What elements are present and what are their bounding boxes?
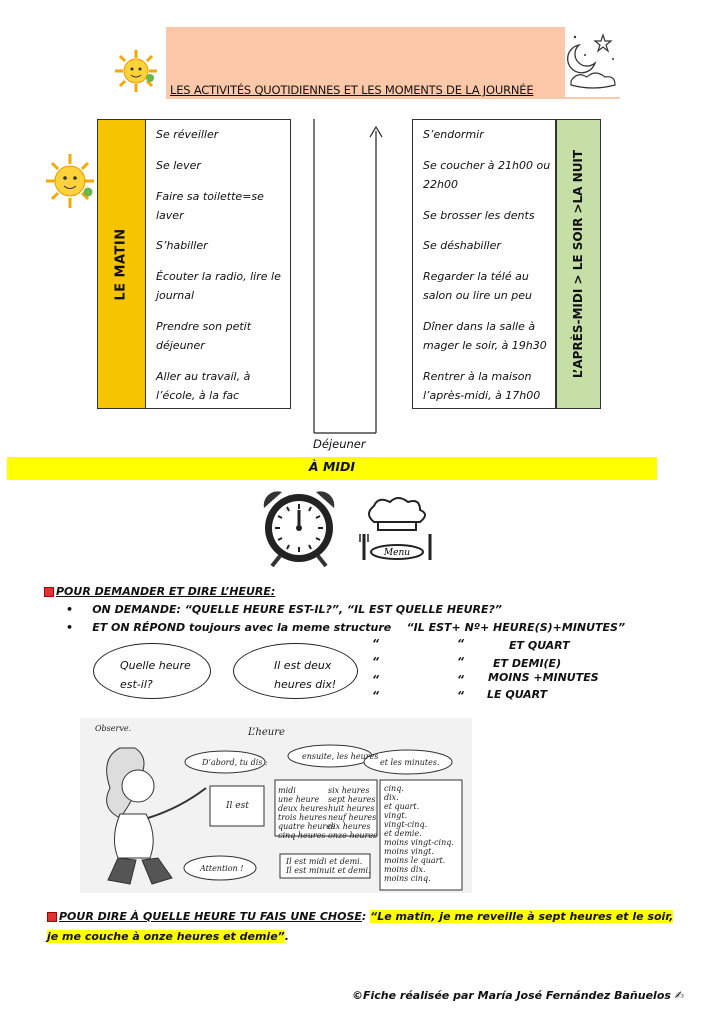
evening-label: L’APRÈS-MIDI > LE SOIR >LA NUIT <box>571 149 586 379</box>
activity: Se brosser les dents <box>423 209 535 222</box>
final-heading: POUR DIRE À QUELLE HEURE TU FAIS UNE CHO… <box>59 910 362 923</box>
morning-label: LE MATIN <box>114 227 130 301</box>
structure-row: LE QUART <box>487 688 548 701</box>
moon-icon <box>565 27 621 97</box>
quote-mark: “ <box>457 637 465 650</box>
quote-mark: “ <box>372 637 380 650</box>
activity: S’habiller <box>156 239 208 252</box>
morning-activities: Se réveiller Se lever Faire sa toilette=… <box>146 119 291 409</box>
activity: S’endormir <box>423 128 484 141</box>
alarm-clock-icon <box>256 484 342 572</box>
bullet-icon <box>47 912 57 922</box>
quote-mark: “ <box>457 655 465 668</box>
activity: Se déshabiller <box>423 239 501 252</box>
midi-band <box>7 457 657 480</box>
page-title: LES ACTIVITÉS QUOTIDIENNES ET LES MOMENT… <box>170 83 534 97</box>
activity: Regarder la télé au salon ou lire un peu <box>423 270 532 302</box>
header-band <box>166 27 620 99</box>
activity: Se réveiller <box>156 128 219 141</box>
structure-row: ET DEMI(E) <box>493 657 562 670</box>
speech-bubble-right: Il est deux heures dix! <box>233 643 358 699</box>
final-question: POUR DIRE À QUELLE HEURE TU FAIS UNE CHO… <box>47 910 674 943</box>
quote-mark: “ <box>457 689 465 702</box>
activity: Aller au travail, à l’école, à la fac <box>156 370 251 402</box>
quote-mark: “ <box>372 655 380 668</box>
structure-row: ET QUART <box>509 639 570 652</box>
pen-icon: ✍ <box>670 989 684 1002</box>
activity: Prendre son petit déjeuner <box>156 320 252 352</box>
activity: Écouter la radio, lire le journal <box>156 270 281 302</box>
section-heading: POUR DEMANDER ET DIRE L’HEURE <box>56 585 271 598</box>
speech-bubble-left: Quelle heure est-il? <box>93 643 211 699</box>
structure-row: MOINS +MINUTES <box>488 671 599 684</box>
activity: Dîner dans la salle à mager le soir, à 1… <box>423 320 547 352</box>
evening-activities: S’endormir Se coucher à 21h00 ou 22h00 S… <box>412 119 556 409</box>
evening-bar <box>556 119 601 409</box>
bullet-1: • ON DEMANDE: “QUELLE HEURE EST-IL?”, “I… <box>66 603 502 616</box>
midi-label: À MIDI <box>308 459 356 474</box>
sun-icon <box>112 48 160 98</box>
quote-mark: “ <box>372 689 380 702</box>
morning-bar <box>97 119 146 409</box>
bullet-icon <box>44 587 54 597</box>
bullet-2: • ET ON RÉPOND toujours avec la meme str… <box>66 621 626 634</box>
dejeuner-label: Déjeuner <box>313 437 366 451</box>
observe-illustration: Observe. L’heure D’abord, tu dis : ensui… <box>80 718 472 893</box>
credit: ©Fiche réalisée par María José Fernández… <box>352 989 684 1002</box>
activity: Rentrer à la maison l’après-midi, à 17h0… <box>423 370 541 402</box>
quote-mark: “ <box>457 673 465 686</box>
activity: Faire sa toilette=se laver <box>156 190 264 222</box>
activity: Se coucher à 21h00 ou 22h00 <box>423 159 551 191</box>
sun-icon <box>44 152 96 216</box>
timeline-arrows <box>300 115 400 449</box>
chef-hat-icon: Menu <box>356 494 438 570</box>
activity: Se lever <box>156 159 201 172</box>
menu-text: Menu <box>383 548 410 558</box>
quote-mark: “ <box>372 673 380 686</box>
